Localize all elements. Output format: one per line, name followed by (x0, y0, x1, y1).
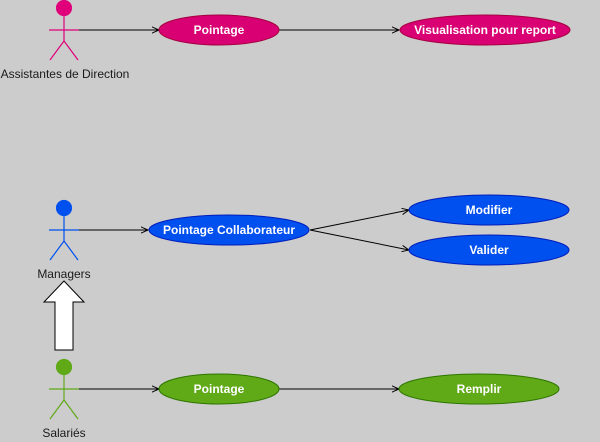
usecase-modifier[interactable]: Modifier (408, 194, 570, 226)
actor-salaries-label: Salariés (42, 426, 85, 440)
usecase-pointage-collaborateur[interactable]: Pointage Collaborateur (148, 214, 310, 246)
usecase-pointage-salaries[interactable]: Pointage (158, 373, 280, 405)
link-pointage-collab-modifier (309, 210, 409, 231)
usecase-pointage-salaries-label: Pointage (194, 382, 245, 396)
actor-managers-label: Managers (37, 267, 90, 281)
actor-managers-figure[interactable] (49, 199, 79, 261)
usecase-pointage-collaborateur-label: Pointage Collaborateur (163, 223, 295, 237)
usecase-visualisation-pour-report[interactable]: Visualisation pour report (399, 14, 571, 46)
actor-assistantes-label: Assistantes de Direction (1, 67, 130, 81)
usecase-modifier-label: Modifier (466, 203, 513, 217)
usecase-pointage-assistantes[interactable]: Pointage (158, 14, 280, 46)
usecase-remplir[interactable]: Remplir (398, 373, 560, 405)
actor-salaries-figure[interactable] (49, 358, 79, 420)
actor-assistantes-figure[interactable] (49, 0, 79, 61)
generalization-arrow (42, 280, 86, 351)
usecase-pointage-assistantes-label: Pointage (194, 23, 245, 37)
link-pointage-collab-valider (309, 229, 409, 250)
usecase-remplir-label: Remplir (457, 382, 502, 396)
usecase-visualisation-label: Visualisation pour report (414, 23, 556, 37)
usecase-valider[interactable]: Valider (408, 234, 570, 266)
usecase-valider-label: Valider (469, 243, 509, 257)
